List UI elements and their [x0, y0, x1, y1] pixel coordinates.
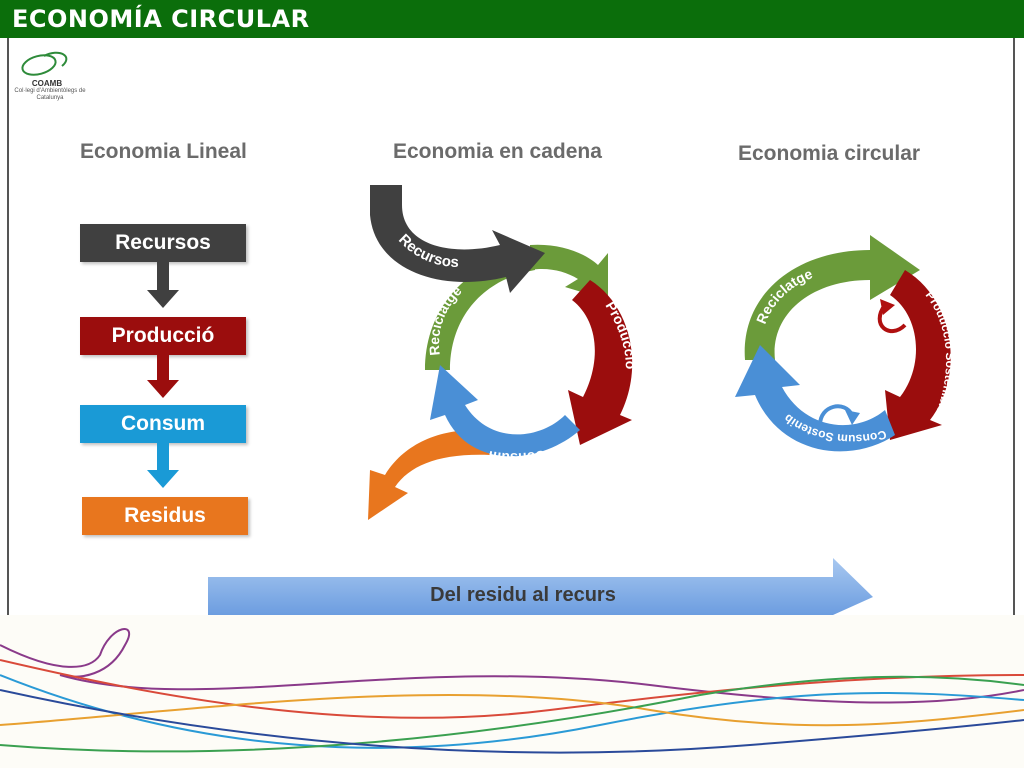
page-title: ECONOMÍA CIRCULAR [12, 5, 310, 33]
linear-step-consum: Consum [80, 405, 246, 443]
linear-step-recursos: Recursos [80, 224, 246, 262]
chain-label-consumption: Consum [487, 447, 547, 466]
chain-recycling-arrow [425, 250, 535, 370]
coamb-logo: COAMB Col·legi d'Ambientòlegs de Catalun… [14, 48, 94, 106]
banner-arrow [208, 558, 873, 615]
chain-resources-arrow [370, 185, 545, 293]
down-arrow-icon [147, 380, 179, 398]
logo-mark-icon [21, 51, 68, 76]
production-loop-arrowhead-icon [880, 299, 895, 315]
logo-subtitle: Col·legi d'Ambientòlegs de Catalunya [14, 88, 86, 101]
production-loop-icon [877, 303, 907, 333]
header-bar: ECONOMÍA CIRCULAR [0, 0, 1024, 38]
circular-title: Economia circular [738, 142, 921, 165]
chain-production-arrow [568, 280, 633, 445]
decorative-lines [0, 615, 1024, 768]
circular-cycle-diagram: Reciclatge Producció Sostenible Consum S… [720, 225, 957, 452]
linear-arrow-stem-2 [157, 355, 169, 383]
chain-title: Economia en cadena [393, 140, 602, 163]
slide-frame [7, 38, 1015, 615]
circular-recycling-arrow [744, 235, 920, 360]
linear-title: Economia Lineal [80, 140, 247, 163]
down-arrow-icon [147, 290, 179, 308]
circular-production-arrow [885, 270, 951, 440]
chain-consumption-arrow [430, 365, 580, 457]
consumption-loop-arrowhead-icon [845, 410, 860, 425]
linear-arrow-stem-3 [157, 443, 169, 473]
chain-waste-arrow [368, 430, 490, 520]
linear-arrow-stem-1 [157, 262, 169, 294]
down-arrow-icon [147, 470, 179, 488]
logo-name: COAMB [31, 79, 63, 88]
linear-step-produccio: Producció [80, 317, 246, 355]
chain-cycle-diagram: Recursos Producció Consum Reciclatge Res… [368, 185, 639, 520]
banner-label: Del residu al recurs [430, 583, 616, 606]
linear-step-residus: Residus [82, 497, 248, 535]
consumption-loop-icon [818, 404, 854, 426]
circular-consumption-arrow [735, 345, 895, 452]
